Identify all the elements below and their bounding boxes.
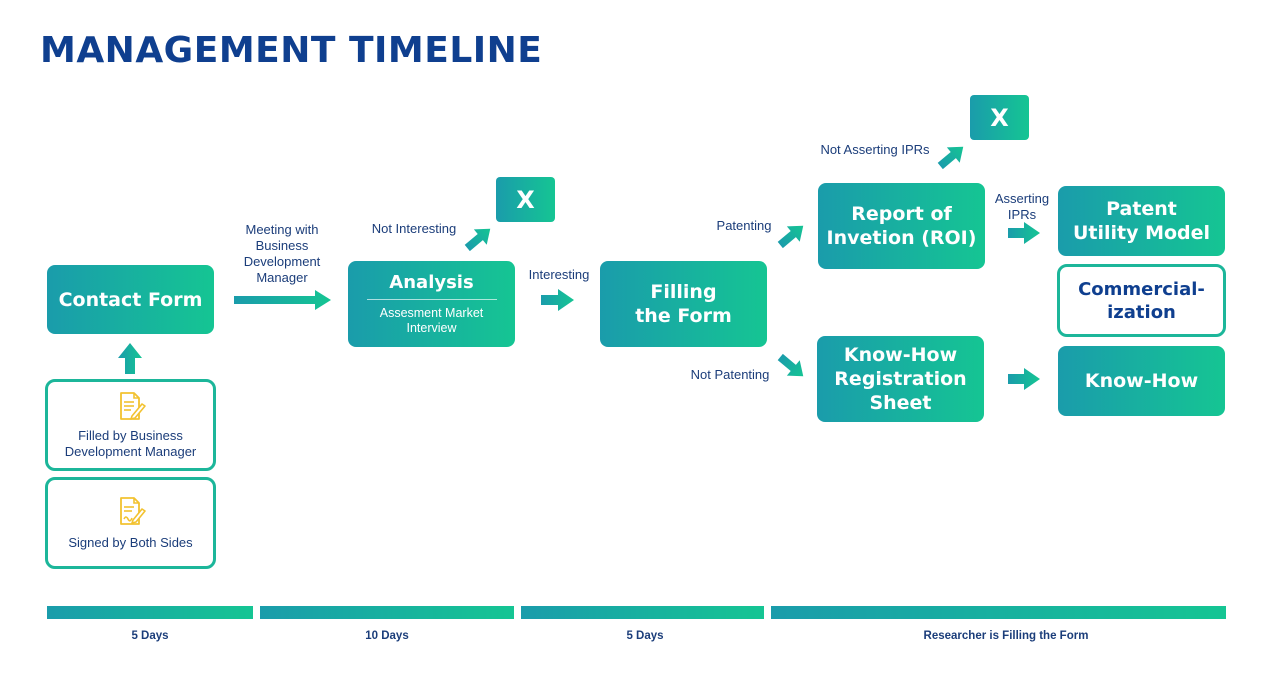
- timeline-label-1: 5 Days: [131, 630, 169, 642]
- timeline-bar-4: [771, 606, 1226, 619]
- arrow-up-icon: [118, 343, 142, 374]
- meeting-label: Meeting with Business Development Manage…: [243, 222, 321, 285]
- rejected-box-2: X: [970, 95, 1029, 140]
- arrow-diagonal-up-icon: [937, 146, 964, 170]
- filling-form-node: Filling the Form: [600, 261, 767, 347]
- rejected-box-1: X: [496, 177, 555, 222]
- arrow-diagonal-up-icon: [777, 225, 804, 249]
- commercialization-node: Commercial- ization: [1057, 264, 1226, 337]
- analysis-title: Analysis: [389, 271, 474, 293]
- signed-by-card: Signed by Both Sides: [45, 477, 216, 569]
- arrow-right-icon: [234, 290, 331, 310]
- asserting-label: Asserting IPRs: [994, 191, 1050, 222]
- not-patenting-label: Not Patenting: [690, 367, 770, 382]
- analysis-subtitle: Assesment Market Interview: [379, 305, 484, 335]
- interesting-label: Interesting: [528, 267, 590, 282]
- contact-form-node: Contact Form: [47, 265, 214, 334]
- page-title: MANAGEMENT TIMELINE: [40, 30, 543, 71]
- timeline-bar-1: [47, 606, 253, 619]
- signed-by-text: Signed by Both Sides: [68, 535, 193, 550]
- analysis-divider: [366, 298, 497, 300]
- x-icon: X: [990, 103, 1009, 132]
- timeline-bar-2: [260, 606, 514, 619]
- knowhow-node: Know-How: [1058, 346, 1225, 416]
- document-signature-icon: [119, 497, 146, 525]
- document-pen-icon: [119, 392, 146, 420]
- arrow-diagonal-up-icon: [464, 228, 491, 252]
- contact-form-label: Contact Form: [58, 288, 203, 311]
- arrow-right-icon: [1008, 368, 1040, 390]
- timeline-label-4: Researcher is Filling the Form: [923, 630, 1089, 642]
- arrow-right-icon: [541, 289, 574, 311]
- patenting-label: Patenting: [716, 218, 772, 233]
- x-icon: X: [516, 185, 535, 214]
- arrow-right-icon: [1008, 222, 1040, 244]
- patent-node: Patent Utility Model: [1058, 186, 1225, 256]
- timeline-label-3: 5 Days: [626, 630, 664, 642]
- roi-node: Report of Invetion (ROI): [818, 183, 985, 269]
- analysis-node: Analysis Assesment Market Interview: [348, 261, 515, 347]
- arrow-diagonal-down-icon: [777, 353, 804, 377]
- not-interesting-label: Not Interesting: [371, 221, 457, 236]
- timeline-label-2: 10 Days: [365, 630, 409, 642]
- filled-by-card: Filled by Business Development Manager: [45, 379, 216, 471]
- timeline-bar-3: [521, 606, 764, 619]
- knowhow-sheet-node: Know-How Registration Sheet: [817, 336, 984, 422]
- filled-by-text: Filled by Business Development Manager: [64, 428, 197, 459]
- not-asserting-label: Not Asserting IPRs: [820, 142, 930, 157]
